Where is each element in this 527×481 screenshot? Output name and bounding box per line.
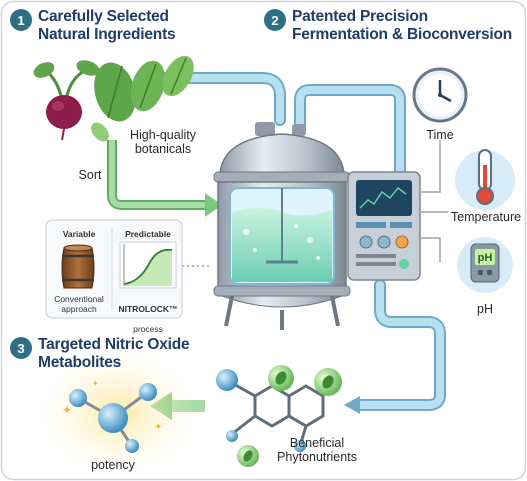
variable-heading: Variable — [62, 229, 96, 239]
ph-meter-icon — [457, 237, 513, 293]
ph-meter-display: pH — [477, 252, 493, 264]
sort-arrow — [107, 140, 222, 217]
potency-label: potency — [91, 458, 135, 472]
nitrolock-caption: NITROLOCK™ process — [114, 294, 182, 344]
temperature-label: Temperature — [450, 210, 522, 224]
molecule-icon: ✦ ✦ ✦ — [62, 379, 162, 453]
leaf-icon — [91, 55, 194, 142]
phytonutrients-label: Beneficial Phytonutrients — [277, 436, 357, 464]
ph-label: pH — [477, 302, 493, 316]
barrel-icon — [61, 244, 95, 289]
phytonutrient-atoms — [216, 365, 342, 467]
fermentation-tank-icon — [213, 122, 351, 330]
clock-icon — [412, 67, 468, 123]
step-1-heading: 1 Carefully Selected Natural Ingredients — [10, 8, 176, 44]
control-panel-icon — [347, 171, 421, 281]
beet-icon — [33, 60, 100, 141]
predictable-heading: Predictable — [125, 229, 171, 239]
step-2-title: Patented Precision Fermentation & Biocon… — [292, 8, 513, 43]
nitrolock-process: process — [133, 324, 163, 334]
svg-text:✦: ✦ — [154, 422, 162, 433]
step-2-heading: 2 Patented Precision Fermentation & Bioc… — [264, 8, 512, 44]
step-1-title: Carefully Selected Natural Ingredients — [38, 8, 176, 43]
botanicals-label: High-quality botanicals — [129, 128, 196, 156]
conventional-caption: Conventional approach — [54, 294, 104, 314]
sensor-connectors — [420, 140, 448, 262]
thermometer-icon — [455, 149, 515, 210]
time-label: Time — [426, 128, 454, 142]
step-3-heading: 3 Targeted Nitric Oxide Metabolites — [10, 336, 190, 372]
step-3-title: Targeted Nitric Oxide Metabolites — [38, 336, 190, 371]
sort-label: Sort — [78, 168, 102, 182]
svg-text:✦: ✦ — [62, 403, 72, 417]
svg-text:✦: ✦ — [92, 379, 99, 388]
predictable-chart-icon — [119, 241, 177, 289]
nitrolock-brand: NITROLOCK™ — [118, 304, 178, 314]
step-2-badge: 2 — [264, 9, 286, 31]
step-1-badge: 1 — [10, 9, 32, 31]
step-3-badge: 3 — [10, 337, 32, 359]
pipe-network — [144, 72, 446, 411]
pipe-arrowhead — [344, 396, 360, 414]
